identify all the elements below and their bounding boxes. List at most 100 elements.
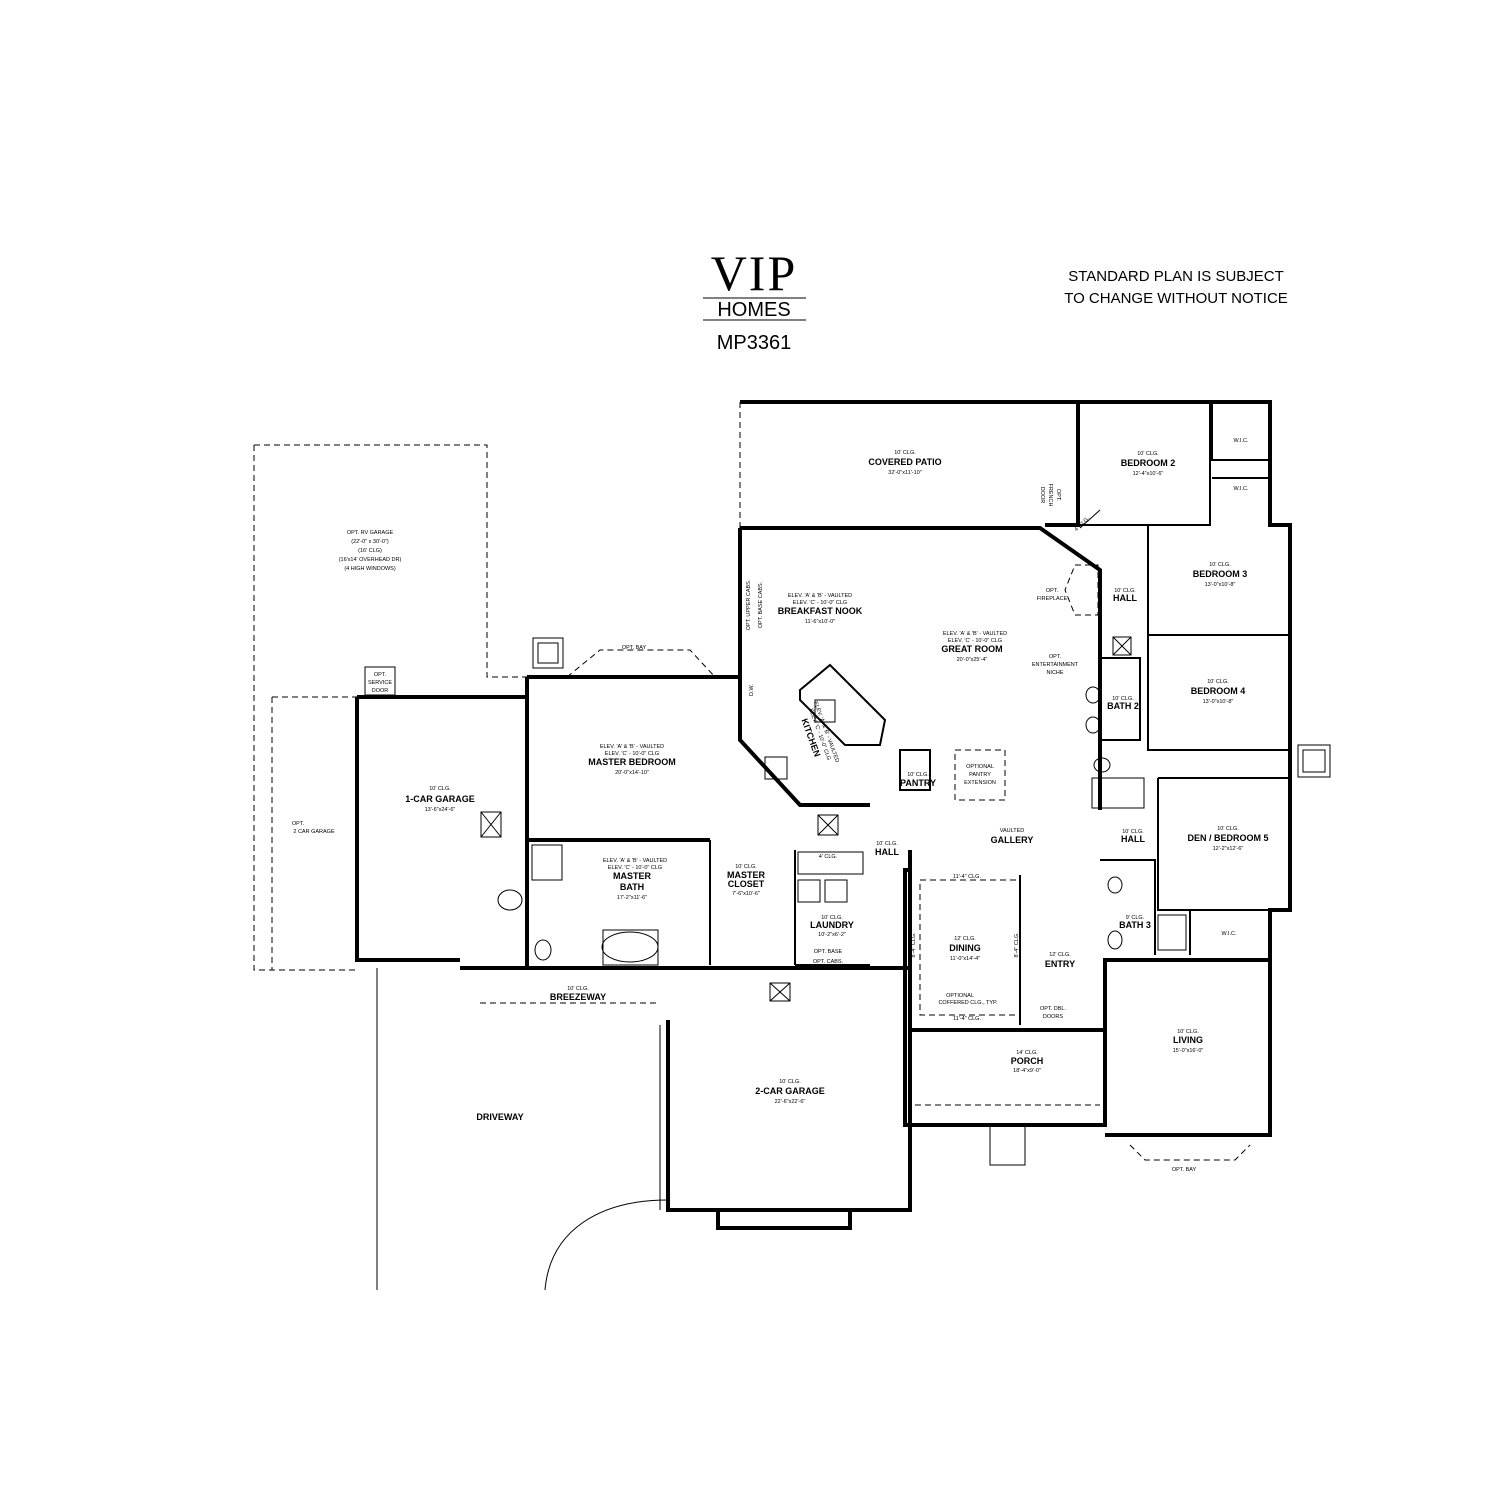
attic-access-hall	[1112, 636, 1132, 656]
bed4-walls	[1147, 635, 1290, 751]
svg-text:OPT. CABS.: OPT. CABS.	[813, 959, 844, 965]
covered-patio-label: 10' CLG. COVERED PATIO 32'-0"x11'-10"	[868, 450, 941, 476]
bedroom2-name: BEDROOM 2	[1121, 458, 1176, 468]
dining-label: 12' CLG. DINING 11'-0"x14'-4"	[949, 936, 981, 962]
svg-text:DOORS: DOORS	[1043, 1014, 1064, 1020]
svg-text:ELEV. 'C' - 10'-0" CLG: ELEV. 'C' - 10'-0" CLG	[605, 751, 659, 757]
svg-text:OPT.: OPT.	[292, 821, 305, 827]
clg-8-right-label: 8'-4" CLG.	[1014, 932, 1020, 958]
svg-text:10' CLG.: 10' CLG.	[1177, 1029, 1199, 1035]
attic-access-garage2	[769, 982, 791, 1002]
svg-text:10' CLG.: 10' CLG.	[1217, 826, 1239, 832]
master-bath-label: ELEV. 'A' & 'B' - VAULTED ELEV. 'C' - 10…	[603, 858, 667, 901]
master-closet-name: MASTER	[727, 870, 766, 880]
rv-garage-outline	[254, 444, 527, 678]
svg-text:32'-0"x11'-10": 32'-0"x11'-10"	[888, 470, 921, 476]
logo-text: VIP	[711, 245, 798, 301]
master-toilet	[534, 939, 552, 961]
bed2-south-wall	[1078, 402, 1211, 526]
bedroom2-label: 10' CLG. BEDROOM 2 12'-4"x10'-6"	[1121, 451, 1176, 477]
svg-text:OPT.: OPT.	[1046, 588, 1059, 594]
master-bedroom-label: ELEV. 'A' & 'B' - VAULTED ELEV. 'C' - 10…	[588, 744, 676, 776]
svg-text:22'-6"x22'-6": 22'-6"x22'-6"	[775, 1099, 806, 1105]
driveway-name: DRIVEWAY	[476, 1112, 523, 1122]
bath3-sink	[1107, 876, 1123, 894]
cooktop	[764, 756, 788, 780]
clg-4-kitchen-label: 4' CLG.	[819, 854, 838, 860]
fireplace-outline	[1064, 564, 1099, 616]
fixtures	[497, 509, 1331, 966]
svg-text:20'-0"x14'-10": 20'-0"x14'-10"	[615, 770, 649, 776]
svg-text:2 CAR GARAGE: 2 CAR GARAGE	[293, 829, 335, 835]
svg-text:15'-0"x16'-0": 15'-0"x16'-0"	[1173, 1048, 1204, 1054]
svg-text:VAULTED: VAULTED	[1000, 828, 1025, 834]
front-walk	[989, 1125, 1026, 1166]
great-room-north-wall	[740, 526, 1102, 810]
bed2-west-wall	[1045, 402, 1080, 527]
svg-text:OPTIONAL: OPTIONAL	[966, 764, 994, 770]
breakfast-nook-label: ELEV. 'A' & 'B' - VAULTED ELEV. 'C' - 10…	[778, 593, 863, 625]
svg-text:ELEV. 'A' & 'B' - VAULTED: ELEV. 'A' & 'B' - VAULTED	[603, 858, 667, 864]
bath2-sink-2	[1085, 716, 1101, 734]
porch-label: 14' CLG. PORCH 18'-4"x9'-0"	[1011, 1050, 1044, 1074]
interior-walls	[709, 402, 1290, 1025]
opt-base-cabs-label: OPT. BASE CABS.	[758, 581, 764, 628]
living-name: LIVING	[1173, 1035, 1203, 1045]
model-number: MP3361	[717, 332, 792, 354]
opt-upper-cabs-label: OPT. UPPER CABS.	[746, 579, 752, 630]
opt-2car-label: OPT. 2 CAR GARAGE	[292, 821, 335, 835]
attic-access-garage1	[480, 811, 502, 838]
dining-name: DINING	[949, 943, 981, 953]
svg-text:12' CLG.: 12' CLG.	[1049, 952, 1071, 958]
svg-text:7'-6"x10'-6": 7'-6"x10'-6"	[732, 891, 760, 897]
svg-text:FIREPLACE: FIREPLACE	[1037, 596, 1068, 602]
bed3-walls	[1147, 525, 1290, 636]
laundry-name: LAUNDRY	[810, 920, 854, 930]
svg-text:10' CLG.: 10' CLG.	[1137, 451, 1159, 457]
covered-patio-name: COVERED PATIO	[868, 457, 941, 467]
column-right	[1297, 744, 1331, 778]
column-left	[532, 637, 564, 669]
bath3-shower	[1157, 914, 1187, 951]
svg-text:13'-0"x10'-8": 13'-0"x10'-8"	[1203, 699, 1234, 705]
bedroom3-label: 10' CLG. BEDROOM 3 13'-0"x10'-8"	[1193, 562, 1248, 588]
dryer	[824, 879, 848, 903]
opt-coffered-label: OPTIONAL COFFERED CLG., TYP.	[938, 993, 998, 1006]
wic3-label: W.I.C.	[1222, 931, 1237, 937]
breakfast-nook-name: BREAKFAST NOOK	[778, 606, 863, 616]
svg-text:EXTENSION: EXTENSION	[964, 780, 996, 786]
svg-text:ELEV. 'A' & 'B' - VAULTED: ELEV. 'A' & 'B' - VAULTED	[943, 631, 1007, 637]
master-bath-name: MASTER	[613, 871, 652, 881]
bedroom3-name: BEDROOM 3	[1193, 569, 1248, 579]
pantry-walls	[899, 749, 931, 791]
den-label: 10' CLG. DEN / BEDROOM 5 12'-2"x12'-6"	[1187, 826, 1268, 852]
svg-text:ELEV. 'C' - 10'-0" CLG: ELEV. 'C' - 10'-0" CLG	[608, 865, 662, 871]
hall-lower-name: HALL	[1121, 834, 1145, 844]
washer	[797, 879, 821, 903]
clg-11-top-label: 11'-4" CLG.	[953, 874, 981, 880]
bath2-walls	[1100, 657, 1141, 741]
svg-text:13'-6"x24'-6": 13'-6"x24'-6"	[425, 807, 456, 813]
pantry-ext-outline	[954, 749, 1006, 801]
master-tub	[601, 931, 659, 963]
svg-text:10' CLG.: 10' CLG.	[907, 772, 929, 778]
svg-text:(22'-0" x 30'-0"): (22'-0" x 30'-0")	[351, 539, 389, 545]
kitchen-sink	[814, 699, 836, 723]
front-walls	[903, 868, 1270, 1127]
svg-text:10' CLG.: 10' CLG.	[1112, 696, 1134, 702]
laundry-label: 10' CLG. LAUNDRY 10'-2"x6'-2" OPT. BASE …	[810, 915, 854, 965]
opt-entertainment-label: OPT. ENTERTAINMENT NICHE	[1032, 654, 1079, 676]
svg-text:SERVICE: SERVICE	[368, 680, 392, 686]
nook-west-wall	[738, 528, 870, 807]
wic1-walls	[1211, 402, 1270, 461]
clg-8-left-label: 8'-4" CLG.	[911, 932, 917, 958]
master-closet-label: 10' CLG. MASTER CLOSET 7'-6"x10'-6"	[727, 864, 766, 897]
garage-water-heater	[497, 889, 523, 911]
svg-text:20'-0"x25'-4": 20'-0"x25'-4"	[957, 657, 988, 663]
dw-label: D.W.	[749, 684, 755, 696]
svg-text:CLOSET: CLOSET	[728, 879, 765, 889]
bath3-name: BATH 3	[1119, 920, 1151, 930]
svg-text:OPTIONAL: OPTIONAL	[946, 993, 974, 999]
svg-text:ELEV. 'A' & 'B' - VAULTED: ELEV. 'A' & 'B' - VAULTED	[600, 744, 664, 750]
